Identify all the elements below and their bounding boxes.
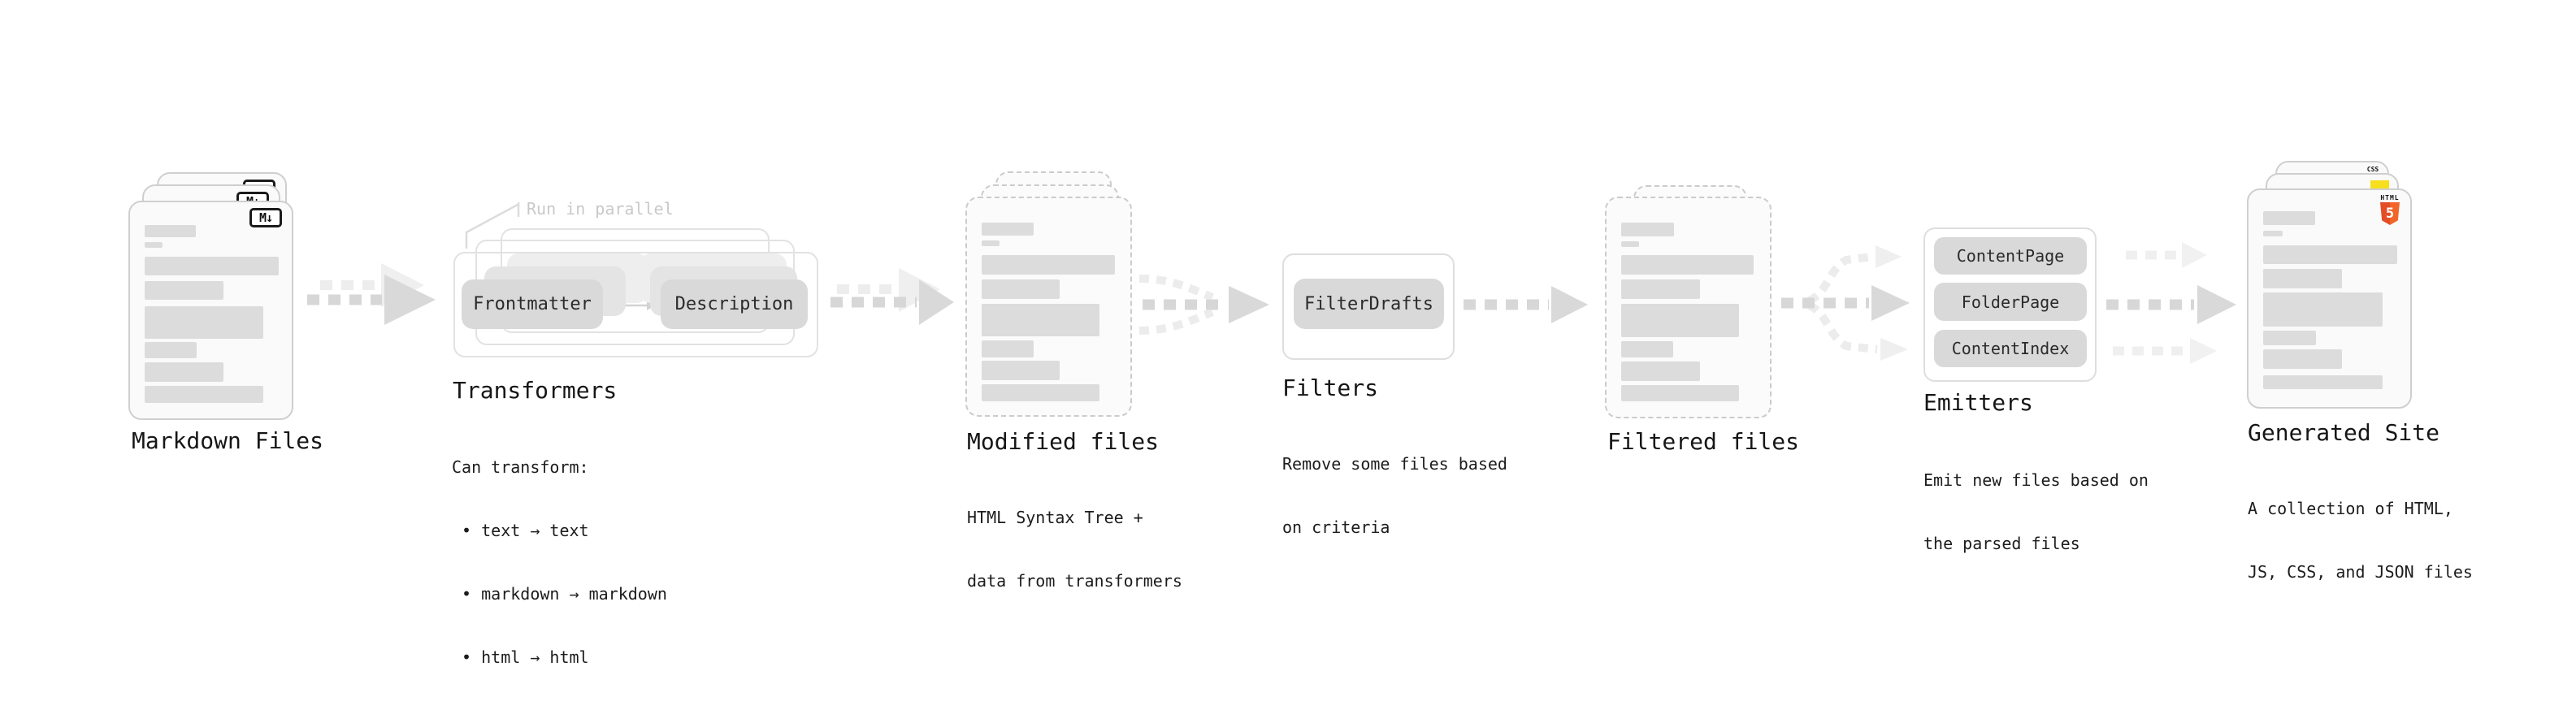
- javascript-icon: [2370, 180, 2389, 190]
- description-line: • text → text: [452, 521, 589, 540]
- skeleton-line: [2263, 211, 2315, 225]
- skeleton-line: [1621, 255, 1754, 275]
- contentindex-pill: ContentIndex: [1934, 330, 2087, 367]
- modified-doc-front: [965, 197, 1132, 417]
- skeleton-line: [2263, 331, 2316, 345]
- description-line: • html → html: [452, 647, 589, 667]
- description-line: A collection of HTML,: [2248, 499, 2453, 518]
- css-icon-text: CSS: [2366, 166, 2379, 173]
- skeleton-line: [1621, 241, 1639, 247]
- skeleton-line: [145, 386, 263, 403]
- skeleton-line: [982, 223, 1034, 236]
- description-line: • markdown → markdown: [452, 584, 667, 604]
- arrow-filters-to-filtered: [1464, 286, 1588, 323]
- description-pill: Description: [661, 279, 808, 329]
- skeleton-line: [1621, 341, 1673, 357]
- skeleton-line: [982, 340, 1034, 357]
- emitters-description: Emit new files based on the parsed files: [1923, 427, 2149, 596]
- html5-icon: HTML 5: [2379, 194, 2400, 225]
- description-line: JS, CSS, and JSON files: [2248, 562, 2473, 582]
- generated-doc-front: HTML 5: [2247, 188, 2412, 409]
- skeleton-line: [2263, 292, 2383, 327]
- skeleton-line: [145, 257, 279, 275]
- arrow-modified-to-filters-converge: [1138, 275, 1269, 335]
- skeleton-line: [1621, 223, 1674, 236]
- filtered-doc-front: [1605, 197, 1772, 418]
- filterdrafts-pill: FilterDrafts: [1294, 279, 1444, 329]
- description-line: Remove some files based: [1282, 454, 1507, 474]
- generated-site-label: Generated Site: [2248, 419, 2440, 446]
- filtered-files-label: Filtered files: [1607, 428, 1800, 455]
- arrow-transformers-to-modified: [830, 268, 954, 325]
- run-in-parallel-annotation: Run in parallel: [527, 199, 674, 219]
- description-line: the parsed files: [1923, 534, 2080, 553]
- skeleton-line: [982, 279, 1060, 299]
- description-line: on criteria: [1282, 517, 1390, 537]
- modified-files-label: Modified files: [967, 428, 1160, 455]
- skeleton-line: [145, 225, 196, 237]
- arrow-markdown-to-transformers: [307, 263, 436, 325]
- skeleton-line: [145, 362, 223, 382]
- description-line: Can transform:: [452, 457, 589, 477]
- generated-site-description: A collection of HTML, JS, CSS, and JSON …: [2248, 456, 2473, 625]
- transformers-description: Can transform: • text → text • markdown …: [452, 414, 667, 710]
- skeleton-line: [1621, 361, 1700, 381]
- skeleton-line: [2263, 269, 2342, 288]
- skeleton-line: [145, 342, 197, 358]
- filters-label: Filters: [1282, 374, 1379, 401]
- modified-files-description: HTML Syntax Tree + data from transformer…: [967, 465, 1182, 634]
- pipeline-diagram: M↓ M↓ M↓ Markdown Files: [128, 161, 2473, 667]
- skeleton-line: [1621, 385, 1739, 401]
- skeleton-line: [2263, 231, 2283, 236]
- skeleton-line: [2263, 349, 2342, 369]
- transformer-frame-front: [453, 252, 818, 357]
- skeleton-line: [982, 361, 1060, 380]
- skeleton-line: [145, 306, 263, 339]
- markdown-doc-front: M↓: [128, 201, 293, 420]
- html5-shield: 5: [2380, 202, 2400, 225]
- contentpage-pill: ContentPage: [1934, 237, 2087, 275]
- arrow-emitters-to-generated: [2106, 242, 2236, 364]
- html5-number: 5: [2385, 206, 2395, 222]
- description-line: HTML Syntax Tree +: [967, 508, 1143, 527]
- html5-icon-text: HTML: [2380, 194, 2400, 201]
- skeleton-line: [2263, 245, 2397, 264]
- skeleton-line: [145, 281, 223, 300]
- transformers-label: Transformers: [453, 377, 618, 404]
- markdown-icon: M↓: [249, 208, 282, 227]
- description-line: data from transformers: [967, 571, 1182, 591]
- skeleton-line: [982, 304, 1099, 336]
- description-line: Emit new files based on: [1923, 470, 2149, 490]
- emitters-label: Emitters: [1923, 389, 2033, 416]
- skeleton-line: [2263, 375, 2383, 389]
- folderpage-pill: FolderPage: [1934, 283, 2087, 321]
- markdown-files-label: Markdown Files: [132, 427, 324, 454]
- skeleton-line: [982, 384, 1099, 401]
- filters-description: Remove some files based on criteria: [1282, 411, 1507, 580]
- arrow-filtered-to-emitters-diverge: [1781, 245, 1910, 361]
- skeleton-line: [982, 240, 1000, 246]
- skeleton-line: [145, 242, 163, 248]
- skeleton-line: [982, 255, 1115, 275]
- skeleton-line: [1621, 304, 1739, 337]
- frontmatter-pill: Frontmatter: [462, 279, 603, 329]
- skeleton-line: [1621, 279, 1700, 299]
